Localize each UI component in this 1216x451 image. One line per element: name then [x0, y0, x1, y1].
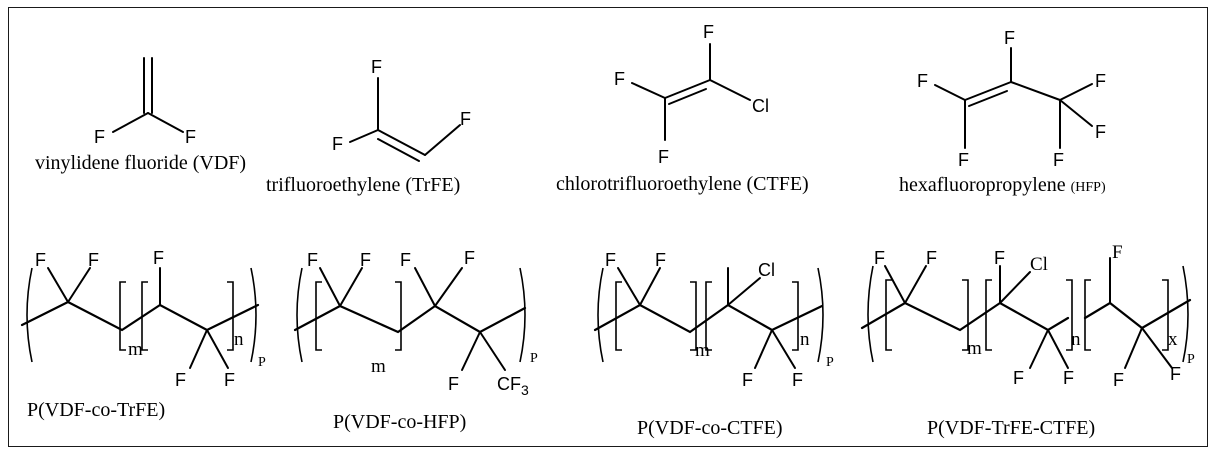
- p-vdf-trfe-ctfe-structure: F F F Cl F F F F F m n x P P(VDF-TrFE-CT…: [860, 242, 1195, 439]
- p-vdf-hfp-atom-f2: F: [360, 250, 371, 270]
- p-vdf-hfp-atom-f4: F: [464, 248, 475, 268]
- p-vdf-trfe-ctfe-atom-f7: F: [1113, 370, 1124, 390]
- p-vdf-trfe-sub-m: m: [128, 339, 143, 360]
- ctfe-structure: F F Cl F chlorotrifluoroethylene (CTFE): [556, 22, 809, 195]
- p-vdf-hfp-cf3: CF3: [497, 374, 529, 398]
- ctfe-atom-f2: F: [614, 69, 625, 89]
- p-vdf-hfp-structure: F F F F F CF3 m P P(VDF-co-HFP): [293, 248, 538, 433]
- p-vdf-ctfe-atom-cl: Cl: [758, 260, 775, 280]
- p-vdf-ctfe-atom-f3: F: [742, 370, 753, 390]
- p-vdf-trfe-atom-f4: F: [175, 370, 186, 390]
- p-vdf-trfe-ctfe-atom-f6: F: [1063, 368, 1074, 388]
- p-vdf-hfp-atom-f3: F: [400, 250, 411, 270]
- p-vdf-trfe-ctfe-atom-f8: F: [1170, 364, 1181, 384]
- vdf-atom-f1: F: [94, 127, 105, 147]
- vdf-structure: F F vinylidene fluoride (VDF): [35, 57, 246, 174]
- p-vdf-trfe-ctfe-atom-f1: F: [874, 248, 885, 268]
- p-vdf-trfe-atom-f5: F: [224, 370, 235, 390]
- p-vdf-ctfe-sub-n: n: [800, 329, 810, 350]
- p-vdf-trfe-ctfe-atom-f4: F: [1112, 242, 1123, 263]
- p-vdf-trfe-name: P(VDF-co-TrFE): [27, 399, 165, 421]
- p-vdf-ctfe-atom-f1: F: [605, 250, 616, 270]
- p-vdf-trfe-atom-f2: F: [88, 250, 99, 270]
- p-vdf-trfe-ctfe-name: P(VDF-TrFE-CTFE): [927, 417, 1095, 439]
- p-vdf-hfp-atom-f1: F: [307, 250, 318, 270]
- p-vdf-ctfe-sub-m: m: [695, 340, 710, 361]
- hfp-atom-f4: F: [1095, 122, 1106, 142]
- p-vdf-trfe-ctfe-atom-f2: F: [926, 248, 937, 268]
- ctfe-atom-f1: F: [703, 22, 714, 42]
- figure-frame: [8, 7, 1208, 447]
- hfp-atom-f5: F: [958, 150, 969, 170]
- trfe-atom-f1: F: [371, 57, 382, 77]
- p-vdf-ctfe-atom-f4: F: [792, 370, 803, 390]
- p-vdf-hfp-sub-m: m: [371, 356, 386, 377]
- p-vdf-trfe-atom-f3: F: [153, 248, 164, 268]
- p-vdf-ctfe-atom-f2: F: [655, 250, 666, 270]
- p-vdf-trfe-ctfe-sub-p: P: [1187, 352, 1195, 367]
- hfp-structure: F F F F F F hexafluoropropylene (HFP): [899, 28, 1106, 196]
- p-vdf-ctfe-name: P(VDF-co-CTFE): [637, 417, 783, 439]
- p-vdf-trfe-sub-n: n: [234, 329, 244, 350]
- trfe-atom-f3: F: [460, 109, 471, 129]
- p-vdf-trfe-ctfe-atom-f5: F: [1013, 368, 1024, 388]
- p-vdf-trfe-ctfe-atom-f3: F: [994, 248, 1005, 268]
- p-vdf-trfe-ctfe-atom-cl: Cl: [1030, 254, 1048, 275]
- p-vdf-trfe-ctfe-sub-m: m: [967, 338, 982, 359]
- hfp-atom-f3: F: [1095, 71, 1106, 91]
- p-vdf-trfe-ctfe-sub-n: n: [1071, 329, 1081, 350]
- hfp-atom-f6: F: [1053, 150, 1064, 170]
- p-vdf-ctfe-structure: F F Cl F F m n P P(VDF-co-CTFE): [593, 250, 834, 439]
- trfe-structure: F F F trifluoroethylene (TrFE): [266, 57, 471, 196]
- ctfe-atom-f3: F: [658, 147, 669, 167]
- hfp-atom-f2: F: [917, 71, 928, 91]
- hfp-name: hexafluoropropylene (HFP): [899, 174, 1106, 196]
- p-vdf-trfe-atom-f1: F: [35, 250, 46, 270]
- p-vdf-trfe-ctfe-sub-x: x: [1168, 329, 1178, 350]
- vdf-atom-f2: F: [185, 127, 196, 147]
- p-vdf-hfp-sub-p: P: [530, 351, 538, 366]
- p-vdf-trfe-structure: F F F F F m n P P(VDF-co-TrFE): [20, 248, 266, 421]
- ctfe-name: chlorotrifluoroethylene (CTFE): [556, 173, 809, 195]
- trfe-atom-f2: F: [332, 134, 343, 154]
- trfe-name: trifluoroethylene (TrFE): [266, 174, 460, 196]
- p-vdf-hfp-atom-f5: F: [448, 374, 459, 394]
- hfp-atom-f1: F: [1004, 28, 1015, 48]
- p-vdf-ctfe-sub-p: P: [826, 355, 834, 370]
- ctfe-atom-cl: Cl: [752, 96, 769, 116]
- p-vdf-hfp-name: P(VDF-co-HFP): [333, 411, 466, 433]
- vdf-name: vinylidene fluoride (VDF): [35, 152, 246, 174]
- p-vdf-trfe-sub-p: P: [258, 355, 266, 370]
